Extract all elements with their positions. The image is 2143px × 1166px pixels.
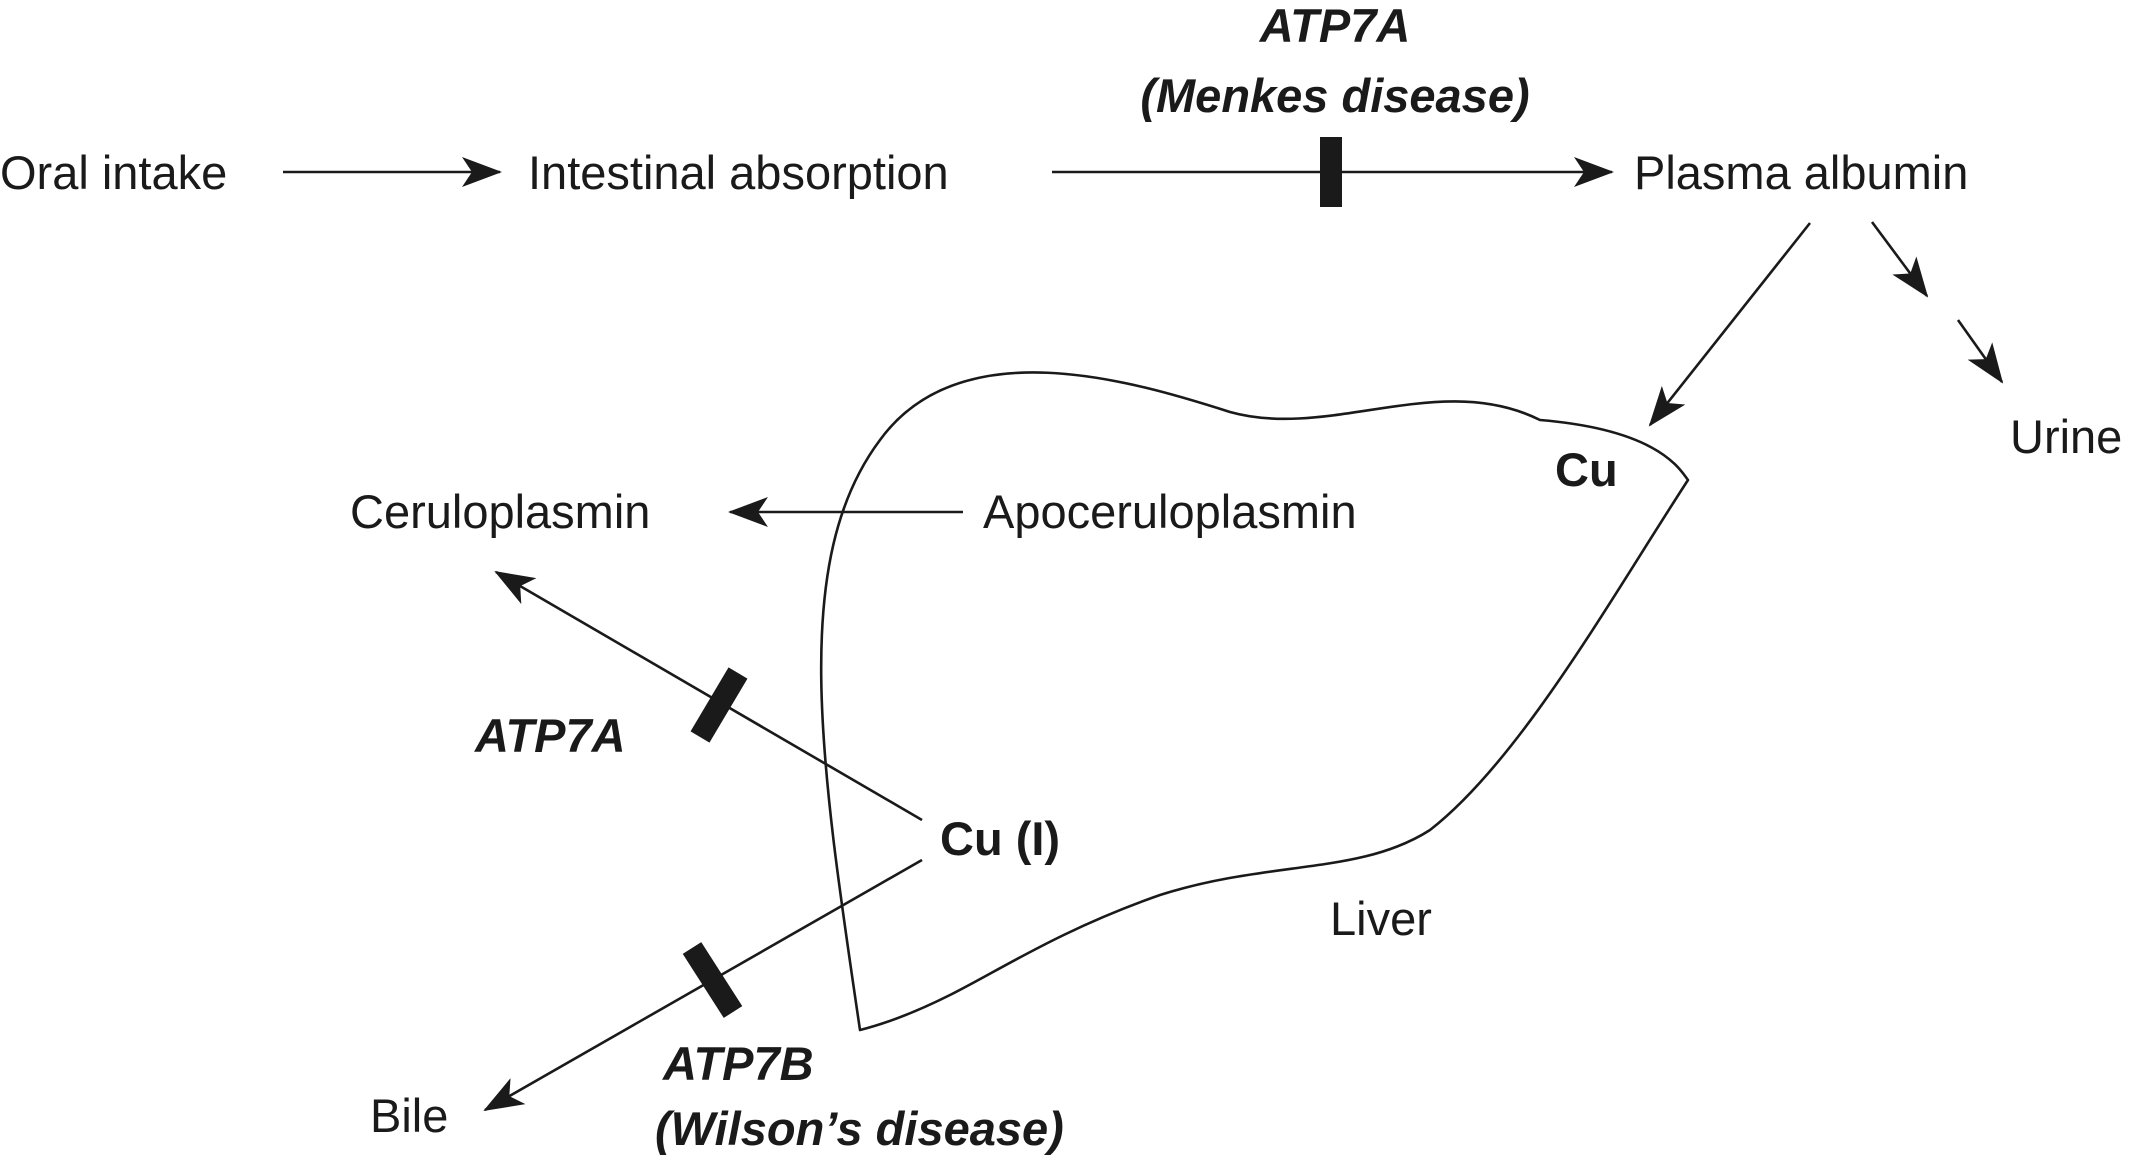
urine-label: Urine: [2010, 410, 2122, 463]
liver-label: Liver: [1330, 892, 1432, 945]
arrow-plasma-to-urine-segment-1: [1870, 221, 1929, 298]
arrow-plasma-to-urine-segment-2: [1956, 319, 2004, 384]
menkes-gene-label: ATP7A: [1259, 0, 1411, 52]
ceruloplasmin-label: Ceruloplasmin: [350, 485, 650, 538]
atp7a-ceruloplasmin-block-bar: [690, 667, 748, 743]
oral-intake-label: Oral intake: [0, 146, 227, 199]
atp7a-ceruloplasmin-gene-label: ATP7A: [474, 709, 626, 762]
arrow-plasma-to-liver-cu: [1648, 222, 1812, 427]
arrow-cu-i-to-ceruloplasmin: [494, 570, 923, 822]
liver-cu-label: Cu: [1555, 443, 1618, 496]
wilson-disease-label: (Wilson’s disease): [655, 1102, 1064, 1155]
apoceruloplasmin-label: Apoceruloplasmin: [983, 485, 1357, 538]
intestinal-absorption-label: Intestinal absorption: [528, 146, 949, 199]
atp7b-wilson-block-bar: [682, 942, 743, 1018]
menkes-disease-label: (Menkes disease): [1140, 69, 1529, 122]
bile-label: Bile: [370, 1089, 448, 1142]
wilson-gene-label: ATP7B: [662, 1037, 814, 1090]
plasma-albumin-label: Plasma albumin: [1634, 146, 1968, 199]
cu-i-label: Cu (I): [940, 812, 1060, 865]
liver-outline: [819, 371, 1690, 1032]
